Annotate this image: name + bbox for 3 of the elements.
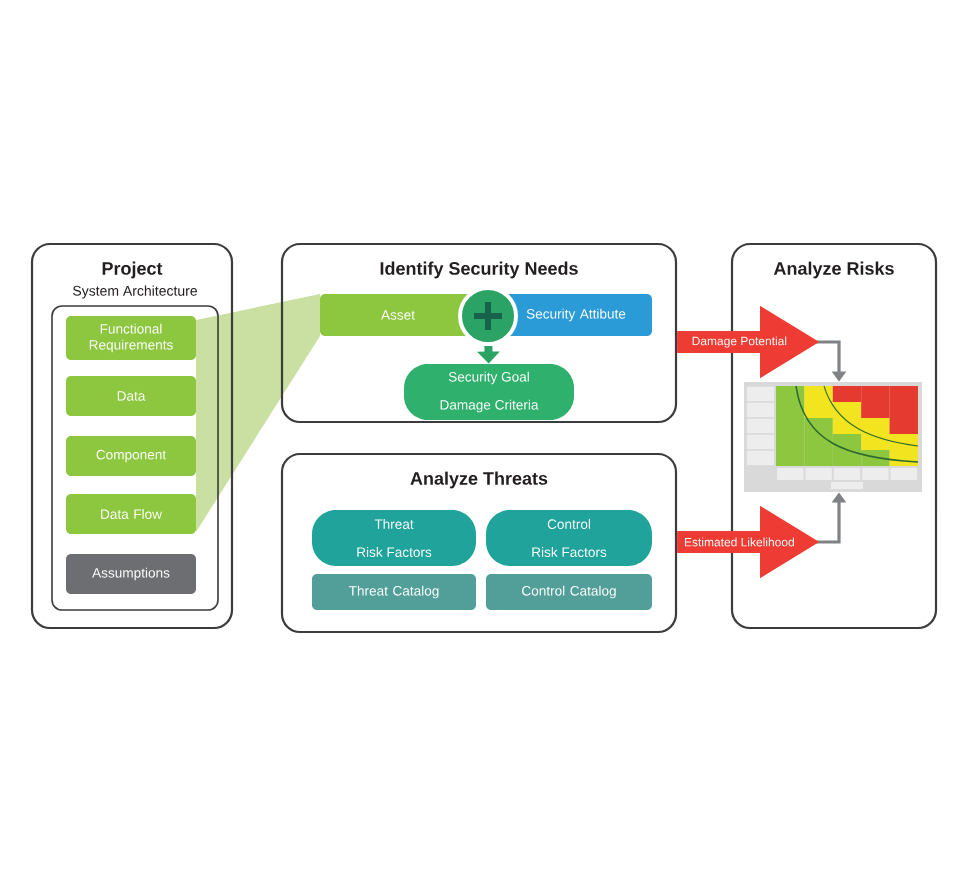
risk-matrix [744, 382, 922, 492]
plus-circle [458, 286, 518, 346]
zoom-wedge [196, 294, 320, 532]
